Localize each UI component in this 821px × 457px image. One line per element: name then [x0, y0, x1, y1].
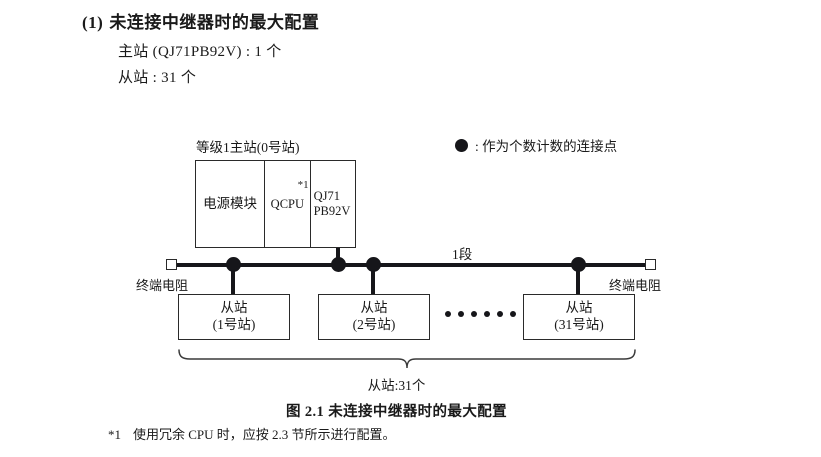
slave-group-brace-label: 从站:31个 — [367, 378, 426, 393]
bus-trunk-line — [176, 263, 650, 267]
cpu-module-label: QCPU — [270, 196, 305, 211]
slave-31-drop-stem — [576, 264, 580, 295]
slave-1-drop-stem — [231, 264, 235, 295]
footnote: *1 使用冗余 CPU 时，应按 2.3 节所示进行配置。 — [108, 424, 396, 443]
segment-label: 1段 — [452, 247, 473, 262]
slave-31-station: (31号站) — [554, 317, 604, 332]
legend: : 作为个数计数的连接点 — [455, 135, 617, 155]
slave-station-box-31: 从站 (31号站) — [523, 294, 635, 340]
ellipsis-dots-icon — [445, 311, 516, 317]
slave-31-title: 从站 — [565, 300, 593, 316]
network-module-cell: QJ71 PB92V — [309, 161, 355, 247]
connection-point-dot-icon — [455, 138, 468, 152]
network-module-line2: PB92V — [313, 204, 351, 218]
figure-caption: 图 2.1 未连接中继器时的最大配置 — [285, 404, 508, 420]
slave-2-station: (2号站) — [352, 317, 396, 332]
section-number: (1) — [82, 13, 104, 32]
footnote-marker: *1 — [108, 427, 121, 442]
slave-1-station: (1号站) — [212, 317, 256, 332]
slave-group-brace — [176, 348, 638, 374]
slave-2-drop-stem — [371, 264, 375, 295]
slave-2-title: 从站 — [360, 300, 388, 316]
terminator-label-left: 终端电阻 — [136, 278, 189, 293]
cpu-footnote-marker: *1 — [297, 179, 309, 191]
slave-station-box-2: 从站 (2号站) — [318, 294, 430, 340]
network-module-line1: QJ71 — [313, 189, 340, 204]
section-heading: (1) 未连接中继器时的最大配置 — [82, 8, 319, 33]
connection-node-master — [330, 257, 346, 272]
legend-text: : 作为个数计数的连接点 — [475, 139, 618, 154]
master-station-box: 电源模块 QCPU *1 QJ71 PB92V — [195, 160, 356, 248]
slave-station-box-1: 从站 (1号站) — [178, 294, 290, 340]
terminator-square-right-icon — [645, 259, 656, 270]
master-station-label: 等级1主站(0号站) — [196, 140, 300, 155]
power-module-label: 电源模块 — [203, 196, 258, 212]
power-module-cell: 电源模块 — [196, 161, 264, 247]
terminator-label-right: 终端电阻 — [609, 278, 662, 293]
cpu-module-cell: QCPU *1 — [264, 161, 309, 247]
section-title-text: 未连接中继器时的最大配置 — [109, 13, 320, 32]
section-line-master-count: 主站 (QJ71PB92V) : 1 个 — [118, 44, 282, 60]
terminator-square-left-icon — [166, 259, 177, 270]
section-line-slave-count: 从站 : 31 个 — [118, 70, 197, 86]
footnote-text: 使用冗余 CPU 时，应按 2.3 节所示进行配置。 — [133, 427, 396, 442]
network-module-label: QJ71 PB92V — [311, 189, 355, 219]
slave-1-title: 从站 — [220, 300, 248, 316]
